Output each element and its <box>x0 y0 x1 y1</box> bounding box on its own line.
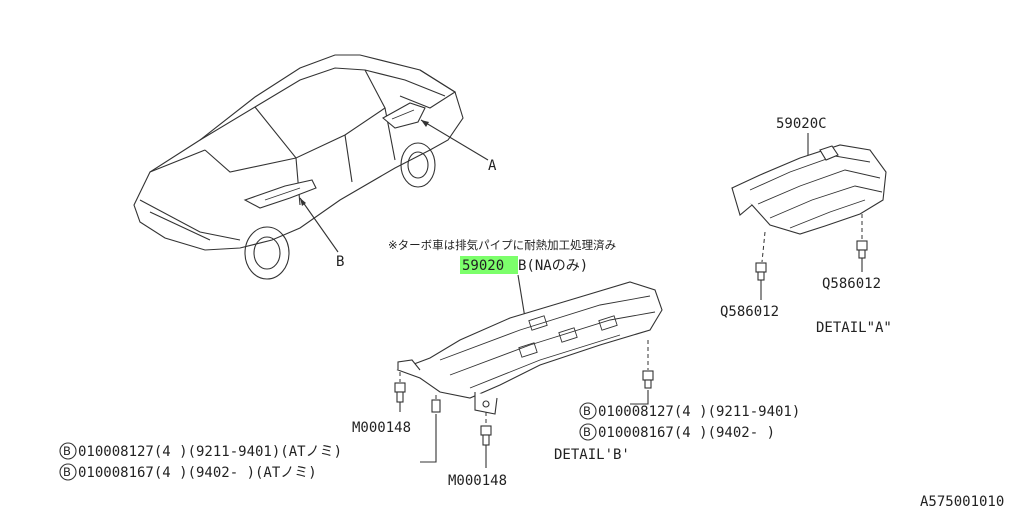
detail-a-title: DETAIL"A" <box>816 320 892 336</box>
circle-b-icon <box>579 402 597 420</box>
turbo-note: ※ターボ車は排気パイプに耐熱加工処理済み <box>388 238 616 252</box>
heat-shield-a <box>731 144 887 235</box>
circle-b-icon <box>59 442 77 460</box>
ref-circle-right-2: B <box>583 425 591 439</box>
ref-right-2[interactable]: 010008167(4 )(9402- ) <box>598 425 775 441</box>
ref-circle-right-1: B <box>583 404 591 418</box>
figure-code: A575001010 <box>920 494 1004 510</box>
fastener-label-right[interactable]: Q586012 <box>822 276 881 292</box>
ref-left-1[interactable]: 010008127(4 )(9211-9401)(ATノミ) <box>78 444 342 460</box>
ref-circle-left-1: B <box>63 444 71 458</box>
heat-shield-b <box>396 281 663 415</box>
part-number-highlight <box>460 256 518 274</box>
ref-left-2[interactable]: 010008167(4 )(9402- )(ATノミ) <box>78 465 317 481</box>
fastener-label-left[interactable]: Q586012 <box>720 304 779 320</box>
fasteners-b <box>394 340 654 468</box>
part-number-59020c[interactable]: 59020C <box>776 116 827 132</box>
nut-label-bottom[interactable]: M000148 <box>448 473 507 489</box>
circle-b-icon <box>579 423 597 441</box>
part-number-59020b[interactable]: 59020 <box>462 258 504 274</box>
part-59020b-suffix: B(NAのみ) <box>518 258 588 274</box>
nut-label-left[interactable]: M000148 <box>352 420 411 436</box>
callout-a: A <box>488 158 497 174</box>
car-illustration: A B <box>133 54 497 280</box>
circle-b-icon <box>59 463 77 481</box>
ref-circle-left-2: B <box>63 465 71 479</box>
detail-b-title: DETAIL'B' <box>554 447 630 463</box>
ref-right-1[interactable]: 010008127(4 )(9211-9401) <box>598 404 800 420</box>
callout-b: B <box>336 254 344 270</box>
